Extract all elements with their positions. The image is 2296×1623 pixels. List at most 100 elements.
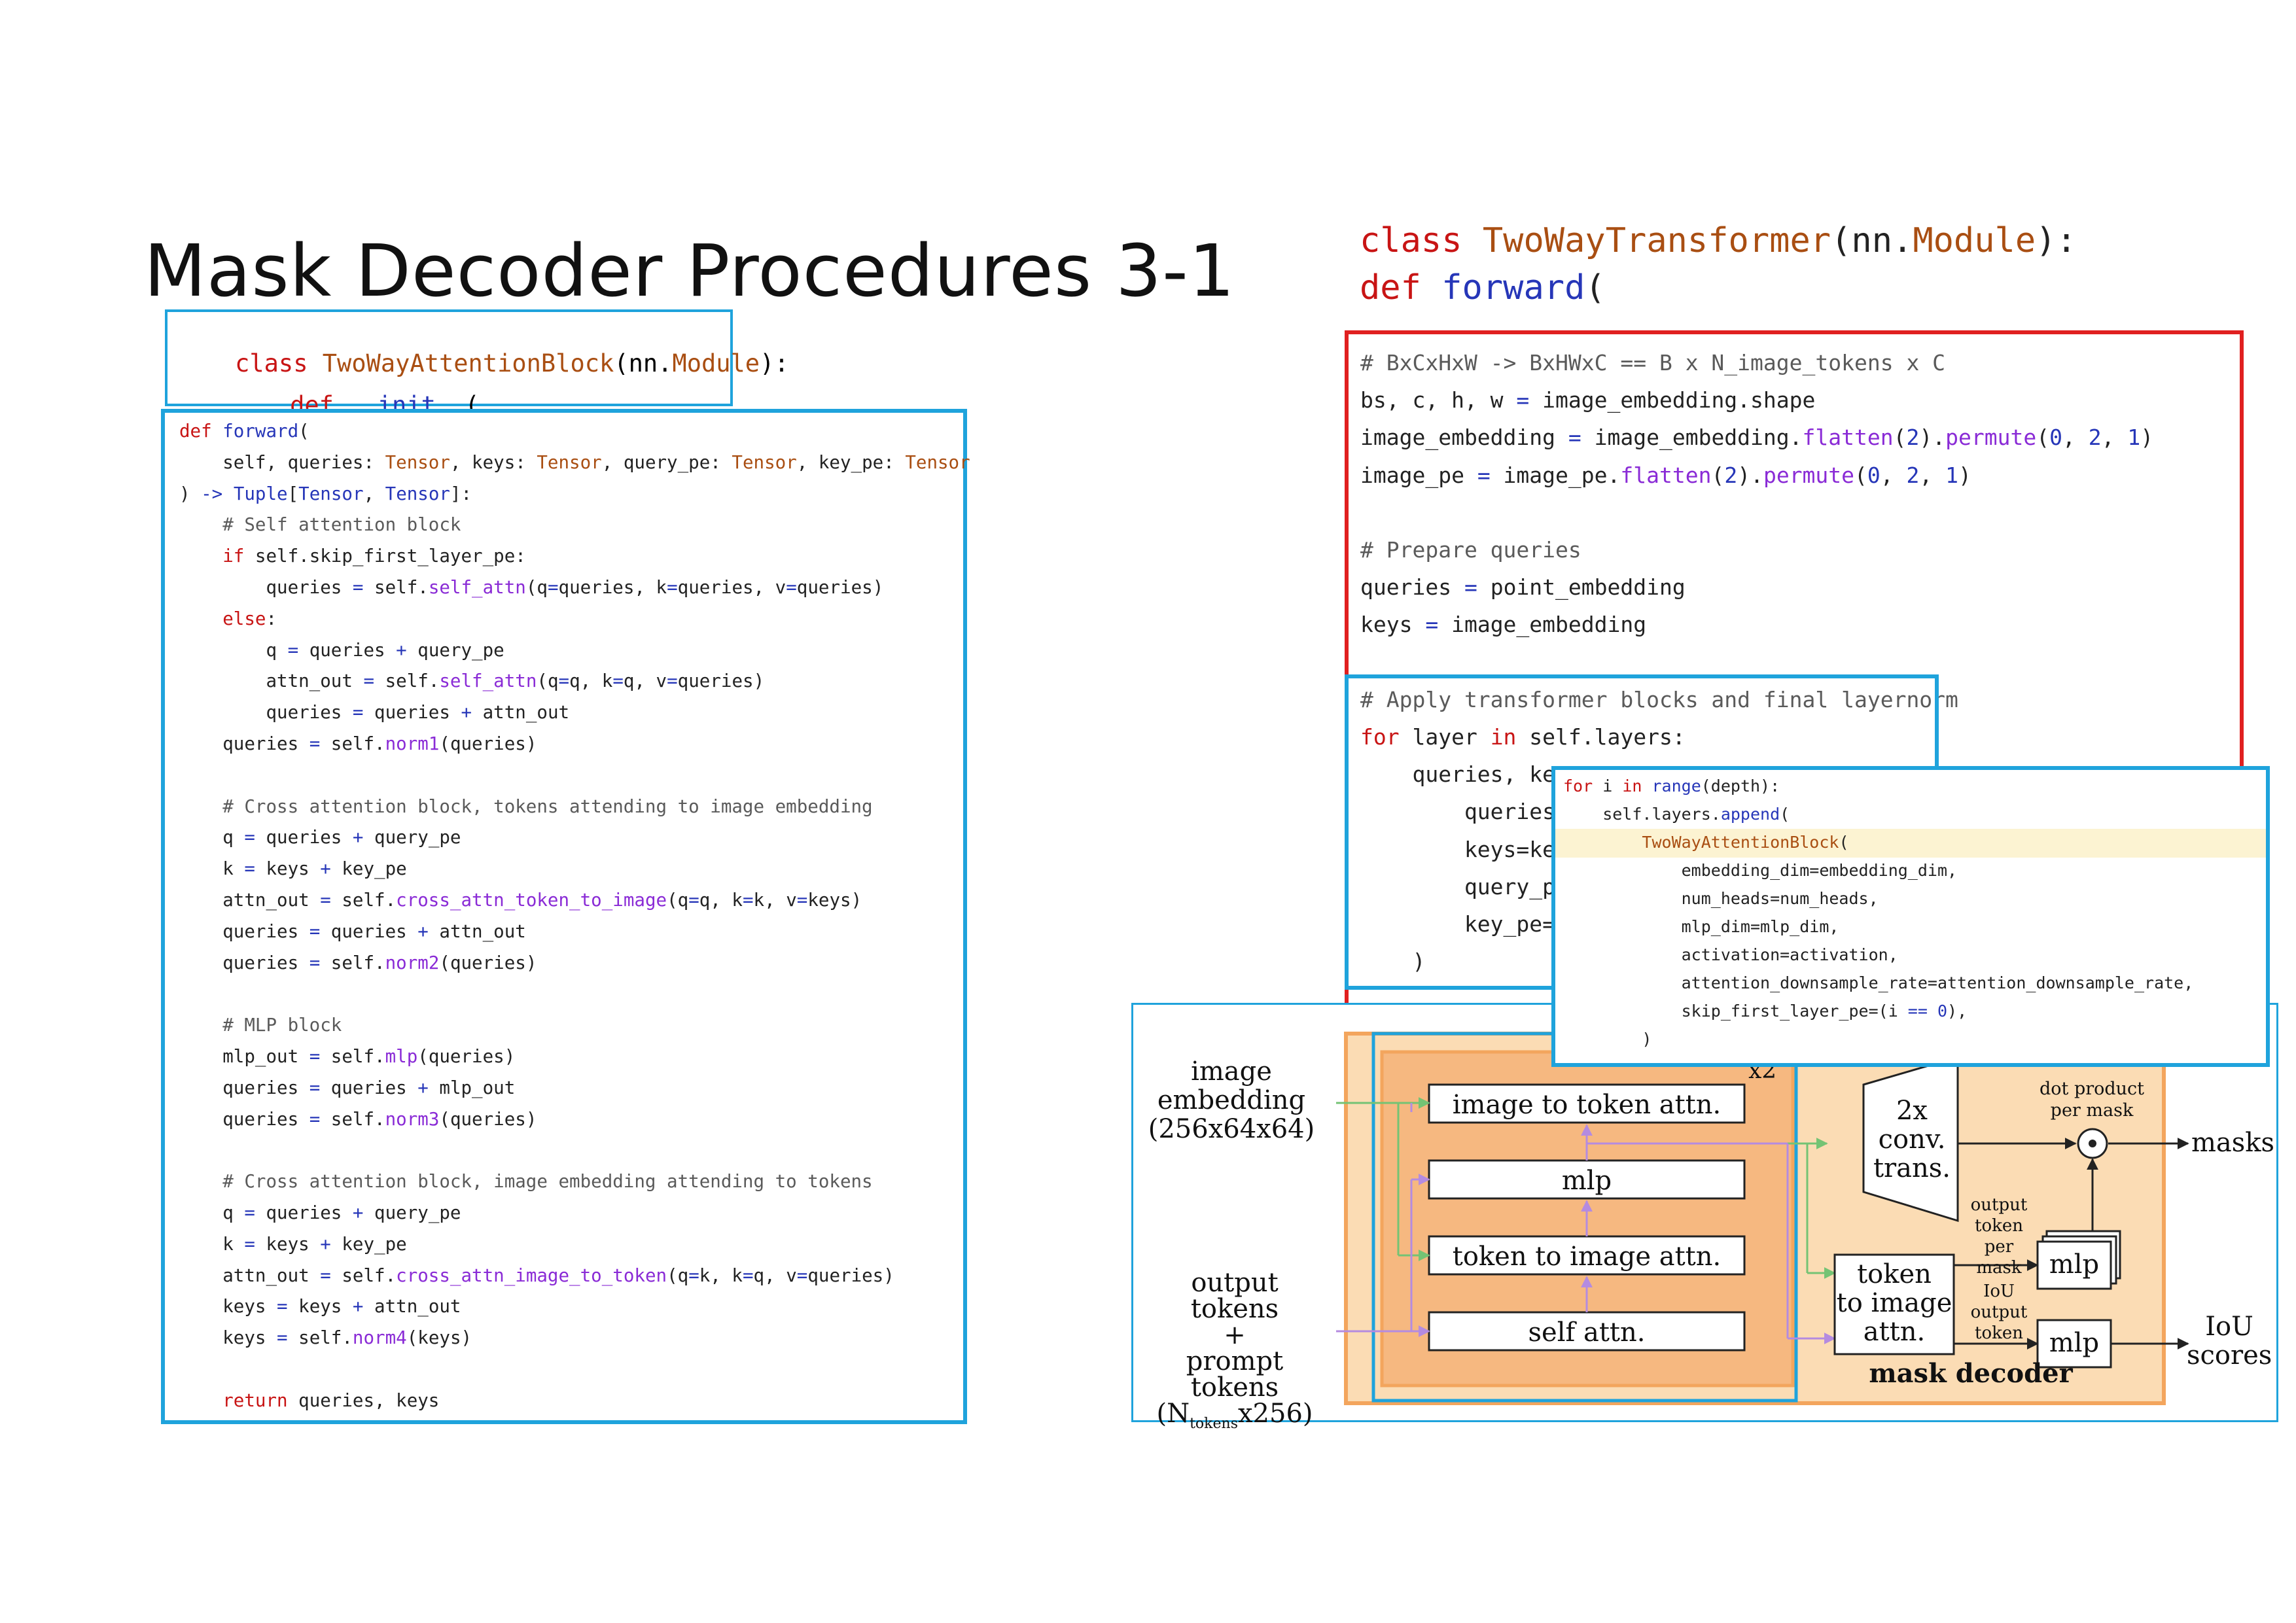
popup_code-line: TwoWayAttentionBlock( bbox=[1563, 833, 1848, 852]
code-token: k bbox=[179, 1233, 245, 1255]
code-token: q, k bbox=[699, 890, 743, 911]
right_code-line: bs, c, h, w = image_embedding.shape bbox=[1360, 387, 1815, 413]
code-token: image_embedding bbox=[1438, 612, 1647, 638]
code-token: : bbox=[266, 608, 277, 629]
code-token: # MLP block bbox=[179, 1015, 342, 1036]
code-token: query_pe bbox=[406, 639, 504, 661]
code-token bbox=[212, 421, 223, 442]
code-token: image_embedding. bbox=[1581, 425, 1803, 451]
code-token: # Self attention block bbox=[179, 514, 461, 536]
code-token: self. bbox=[363, 577, 429, 598]
popup_code-line: skip_first_layer_pe=(i == 0), bbox=[1563, 1002, 1968, 1021]
code-token: = bbox=[547, 577, 559, 598]
label-line: (256x64x64) bbox=[1148, 1114, 1315, 1144]
right_code-line: ) bbox=[1360, 949, 1425, 974]
code-token: keys=key bbox=[1360, 836, 1568, 862]
left_code-line: queries = self.norm1(queries) bbox=[179, 733, 537, 754]
code-token: = bbox=[244, 1202, 255, 1223]
code-token: (keys) bbox=[406, 1327, 472, 1349]
code-token: ) bbox=[1563, 1030, 1652, 1049]
code-token: keys bbox=[255, 858, 321, 880]
code-token: + bbox=[417, 1077, 429, 1098]
code-token: keys bbox=[1360, 612, 1426, 638]
code-token: , bbox=[2101, 425, 2128, 451]
code-token: queries, k bbox=[558, 577, 667, 598]
code-token: ) bbox=[179, 483, 202, 504]
code-token: query_pe bbox=[1360, 873, 1568, 899]
code-token: + bbox=[320, 858, 331, 880]
code-token: Tensor bbox=[732, 451, 797, 473]
code-token: self, queries: bbox=[179, 451, 385, 473]
code-token: ). bbox=[1737, 462, 1763, 488]
code-token: layer bbox=[1399, 724, 1491, 750]
label-line: IoU bbox=[1983, 1282, 2015, 1301]
code-token: # Prepare queries bbox=[1360, 537, 1581, 563]
code-token: = bbox=[1568, 425, 1581, 451]
right_code-line: key_pe=i bbox=[1360, 911, 1568, 937]
code-token: # Cross attention block, image embedding… bbox=[179, 1171, 873, 1193]
code-token: = bbox=[277, 1327, 288, 1349]
right_code-line: # Apply transformer blocks and final lay… bbox=[1360, 687, 1958, 712]
ntokens-label: (Ntokensx256) bbox=[1143, 1401, 1326, 1437]
left_code-line: q = queries + query_pe bbox=[179, 827, 461, 848]
popup_code-line: ) bbox=[1563, 1030, 1651, 1049]
mlp-label: mlp bbox=[1561, 1166, 1612, 1196]
left_code-line: else: bbox=[179, 608, 277, 629]
code-token: (queries) bbox=[439, 1108, 537, 1130]
code-token: Tensor bbox=[537, 451, 602, 473]
code-token: if bbox=[222, 546, 245, 567]
code-token: for bbox=[1563, 777, 1593, 795]
right_code-line: image_pe = image_pe.flatten(2).permute(0… bbox=[1360, 462, 1971, 488]
code-token: # Cross attention block, tokens attendin… bbox=[179, 795, 873, 817]
code-token: 2 bbox=[2088, 425, 2102, 451]
code-token: = bbox=[1516, 387, 1530, 413]
mask-decoder-label: mask decoder bbox=[1869, 1358, 2073, 1389]
code-token: ]: bbox=[450, 483, 472, 504]
code-token: queries bbox=[320, 920, 418, 942]
code-token: = bbox=[244, 1233, 255, 1255]
transformer-forward-box: # BxCxHxW -> BxHWxC == B x N_image_token… bbox=[1345, 330, 2244, 1024]
code-token bbox=[1563, 833, 1642, 852]
code-token: in bbox=[1490, 724, 1517, 750]
code-token: , bbox=[363, 483, 385, 504]
code-token: q bbox=[179, 827, 245, 848]
code-token: # Apply transformer blocks and final lay… bbox=[1360, 686, 1958, 712]
module-name: Module bbox=[672, 349, 760, 377]
code-token: queries bbox=[179, 1108, 309, 1130]
code-token: + bbox=[352, 1202, 364, 1223]
code-token: = bbox=[352, 577, 364, 598]
code-token: attn_out bbox=[179, 1265, 321, 1286]
code-token: (depth): bbox=[1701, 777, 1780, 795]
code-token: flatten bbox=[1802, 425, 1894, 451]
code-token: return bbox=[222, 1389, 288, 1411]
code-token: keys bbox=[255, 1233, 321, 1255]
code-token: ( bbox=[1585, 268, 1606, 307]
code-token: query_pe bbox=[363, 1202, 461, 1223]
code-token: self_attn bbox=[439, 671, 537, 692]
code-token: , bbox=[1919, 462, 1946, 488]
iou-output-token-label: IoU output token bbox=[1961, 1281, 2037, 1344]
code-token: = bbox=[742, 890, 754, 911]
code-token: = bbox=[667, 577, 678, 598]
code-token: permute bbox=[1945, 425, 2037, 451]
code-token: keys) bbox=[807, 890, 862, 911]
code-token: self. bbox=[320, 1108, 385, 1130]
code-token: self. bbox=[320, 1046, 385, 1067]
code-token: (q bbox=[525, 577, 548, 598]
code-token: + bbox=[417, 920, 429, 942]
code-token: (q bbox=[667, 890, 689, 911]
code-token: image_pe bbox=[1360, 462, 1477, 488]
code-token: norm2 bbox=[385, 952, 440, 973]
code-token: = bbox=[363, 671, 375, 692]
code-token: = bbox=[786, 577, 797, 598]
self-attn-box bbox=[1428, 1311, 1746, 1352]
code-token: norm4 bbox=[352, 1327, 407, 1349]
code-token: class bbox=[1360, 221, 1462, 260]
token-to-image-label: token to image attn. bbox=[1452, 1242, 1722, 1272]
code-token: = bbox=[277, 1296, 288, 1318]
left_code-line: def forward( bbox=[179, 421, 309, 442]
code-token: image_embedding.shape bbox=[1529, 387, 1816, 413]
left_code-line: # MLP block bbox=[179, 1015, 342, 1036]
code-token: for bbox=[1360, 724, 1400, 750]
code-token: activation=activation, bbox=[1563, 945, 1898, 964]
